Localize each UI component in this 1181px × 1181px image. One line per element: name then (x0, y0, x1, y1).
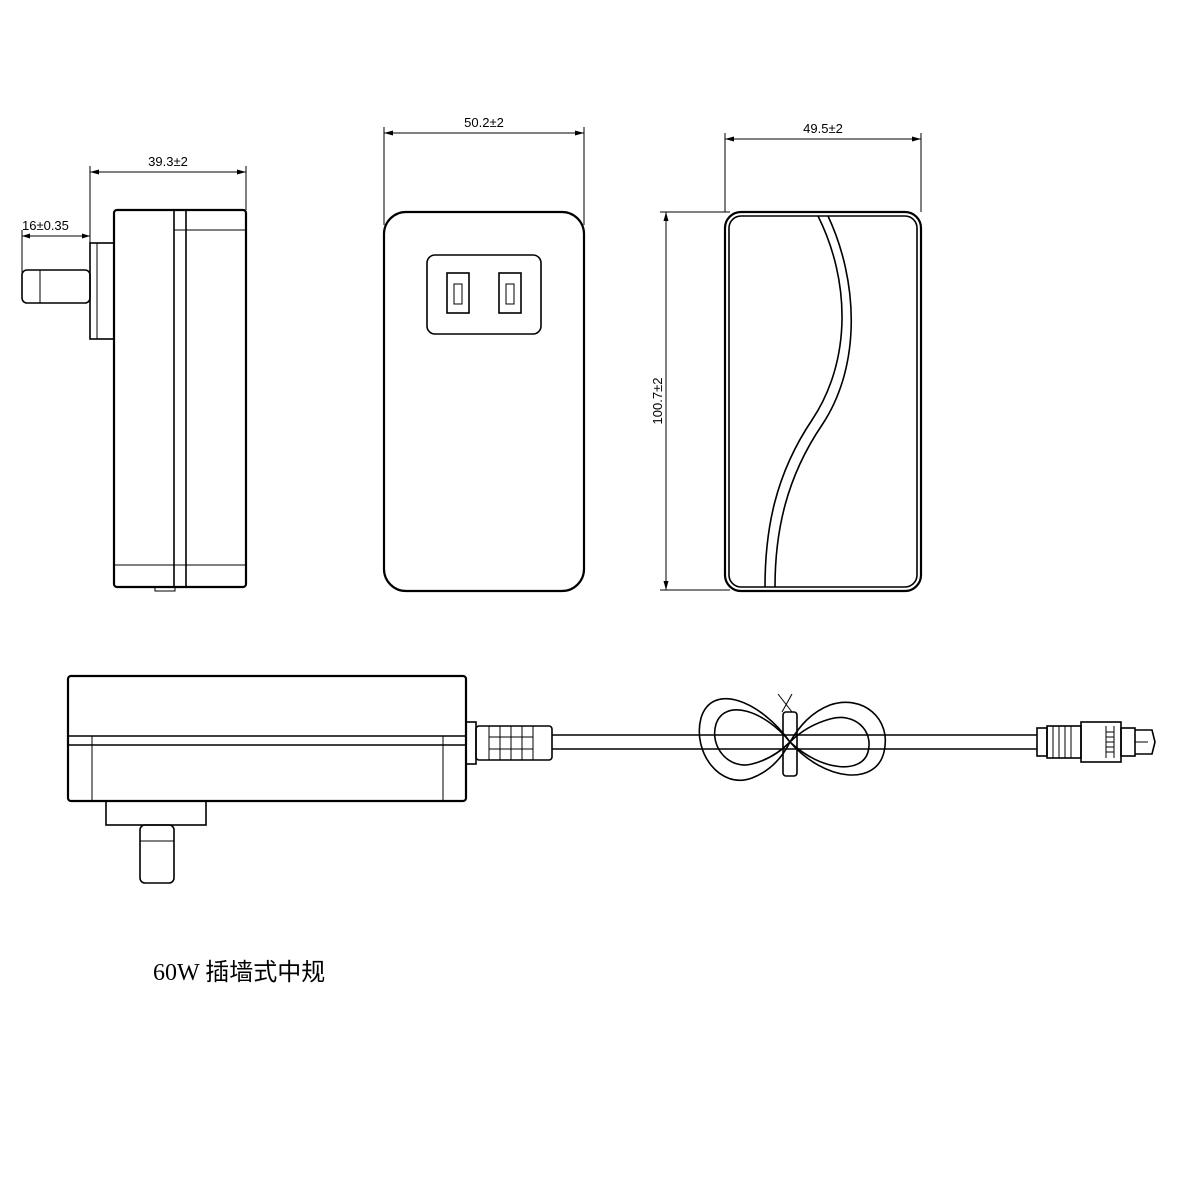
pin-length-label: 16±0.35 (22, 218, 69, 233)
back-view: 49.5±2 100.7±2 (650, 121, 923, 593)
pin-length-dimension: 16±0.35 (21, 218, 90, 300)
height-dimension: 100.7±2 (650, 211, 730, 591)
front-view: 50.2±2 (382, 115, 586, 593)
height-label: 100.7±2 (650, 378, 665, 425)
front-width-label: 50.2±2 (464, 115, 504, 130)
back-width-label: 49.5±2 (803, 121, 843, 136)
back-width-dimension: 49.5±2 (724, 121, 922, 212)
side-depth-dimension: 39.3±2 (89, 154, 247, 243)
side-view: 39.3±2 16±0.35 (21, 154, 248, 592)
caption: 60W 插墙式中规 (153, 959, 325, 986)
side-depth-label: 39.3±2 (148, 154, 188, 169)
front-width-dimension: 50.2±2 (383, 115, 585, 225)
cable-view (66, 674, 1156, 884)
